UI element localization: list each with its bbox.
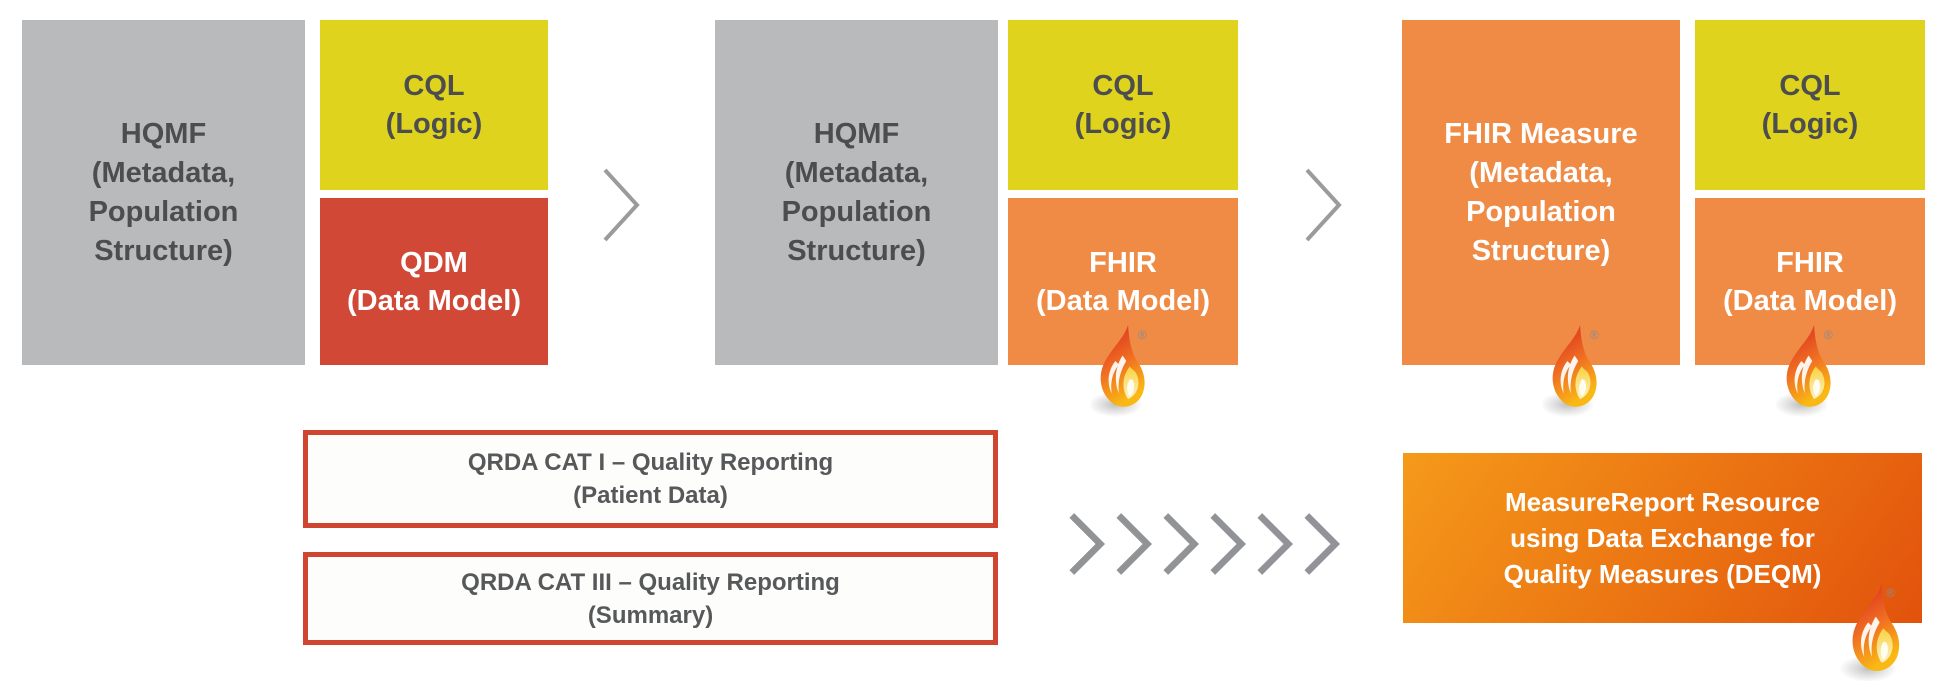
registered-trademark: ® [1886,586,1895,600]
measure-report-box: MeasureReport Resource using Data Exchan… [1403,453,1922,623]
qrda-cat-i-box: QRDA CAT I – Quality Reporting (Patient … [303,430,998,528]
chevron-right-icon [1257,513,1294,575]
chevron-right-icon [1210,513,1247,575]
chevron-right-icon [1116,513,1153,575]
chevron-right-icon [1069,513,1106,575]
qrda-cat-iii-box: QRDA CAT III – Quality Reporting (Summar… [303,552,998,645]
hqmf-box-1: HQMF (Metadata, Population Structure) [22,20,305,365]
registered-trademark: ® [1138,328,1147,342]
registered-trademark: ® [1824,328,1833,342]
chevron-right-icon [1304,513,1341,575]
chevron-right-icon [1305,168,1342,242]
chevron-right-icon [603,168,640,242]
cql-logic-box-1: CQL (Logic) [320,20,548,190]
fhir-flame-icon [1839,583,1900,681]
qdm-data-model-box: QDM (Data Model) [320,198,548,365]
chevron-right-icon [1163,513,1200,575]
registered-trademark: ® [1590,328,1599,342]
chevron-row [1068,511,1341,577]
cql-logic-box-2: CQL (Logic) [1008,20,1238,190]
fhir-measure-box: FHIR Measure (Metadata, Population Struc… [1402,20,1680,365]
cql-logic-box-3: CQL (Logic) [1695,20,1925,190]
hqmf-box-2: HQMF (Metadata, Population Structure) [715,20,998,365]
